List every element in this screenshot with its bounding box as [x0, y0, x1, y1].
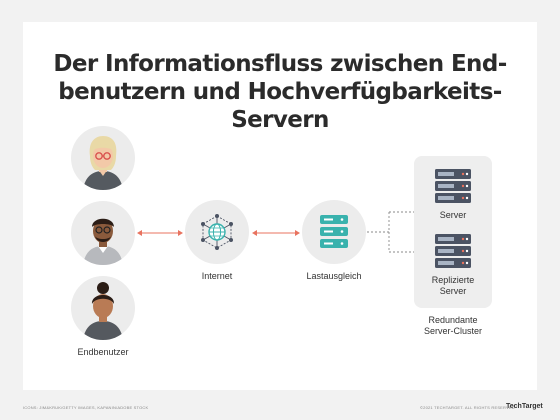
diagram-title: Der Informationsfluss zwischen End- benu…: [23, 50, 537, 134]
server-label: Server: [439, 210, 467, 220]
title-line-1: Der Informationsfluss zwischen End-: [53, 51, 507, 77]
globe-network-icon: [201, 214, 233, 250]
copyright-text: ©2021 techtarget. all rights reserved: [420, 405, 515, 410]
internet-node: [185, 200, 249, 264]
replicated-server-icon: [435, 234, 471, 268]
server-icon: [435, 169, 471, 203]
title-line-2: benutzern und Hochverfügbarkeits-Servern: [58, 79, 502, 133]
internet-label: Internet: [201, 271, 233, 281]
cluster-label-line-1: Redundante: [428, 315, 478, 325]
replicated-server-label: Replizierte Server: [431, 275, 475, 296]
cluster-label-line-2: Server-Cluster: [423, 326, 482, 336]
dashed-connector-icon: [367, 211, 417, 253]
user-woman-glasses-icon: [71, 126, 135, 190]
users-label: Endbenutzer: [77, 347, 129, 357]
techtarget-logo: TechTarget: [506, 403, 543, 410]
cluster-label: Redundante Server-Cluster: [408, 315, 498, 337]
credit-text: icons: jim&kruk/getty images, kapanin/ad…: [23, 405, 149, 410]
load-balancer-icon: [320, 215, 348, 248]
loadbalancer-label: Lastausgleich: [306, 271, 362, 281]
arrow-users-internet-icon: [137, 230, 183, 236]
user-man-icon: [71, 201, 135, 265]
loadbalancer-node: [302, 200, 366, 264]
user-woman-bun-icon: [71, 276, 135, 340]
arrow-internet-loadbalancer-icon: [252, 230, 300, 236]
brand-text: TechTarget: [506, 403, 543, 410]
